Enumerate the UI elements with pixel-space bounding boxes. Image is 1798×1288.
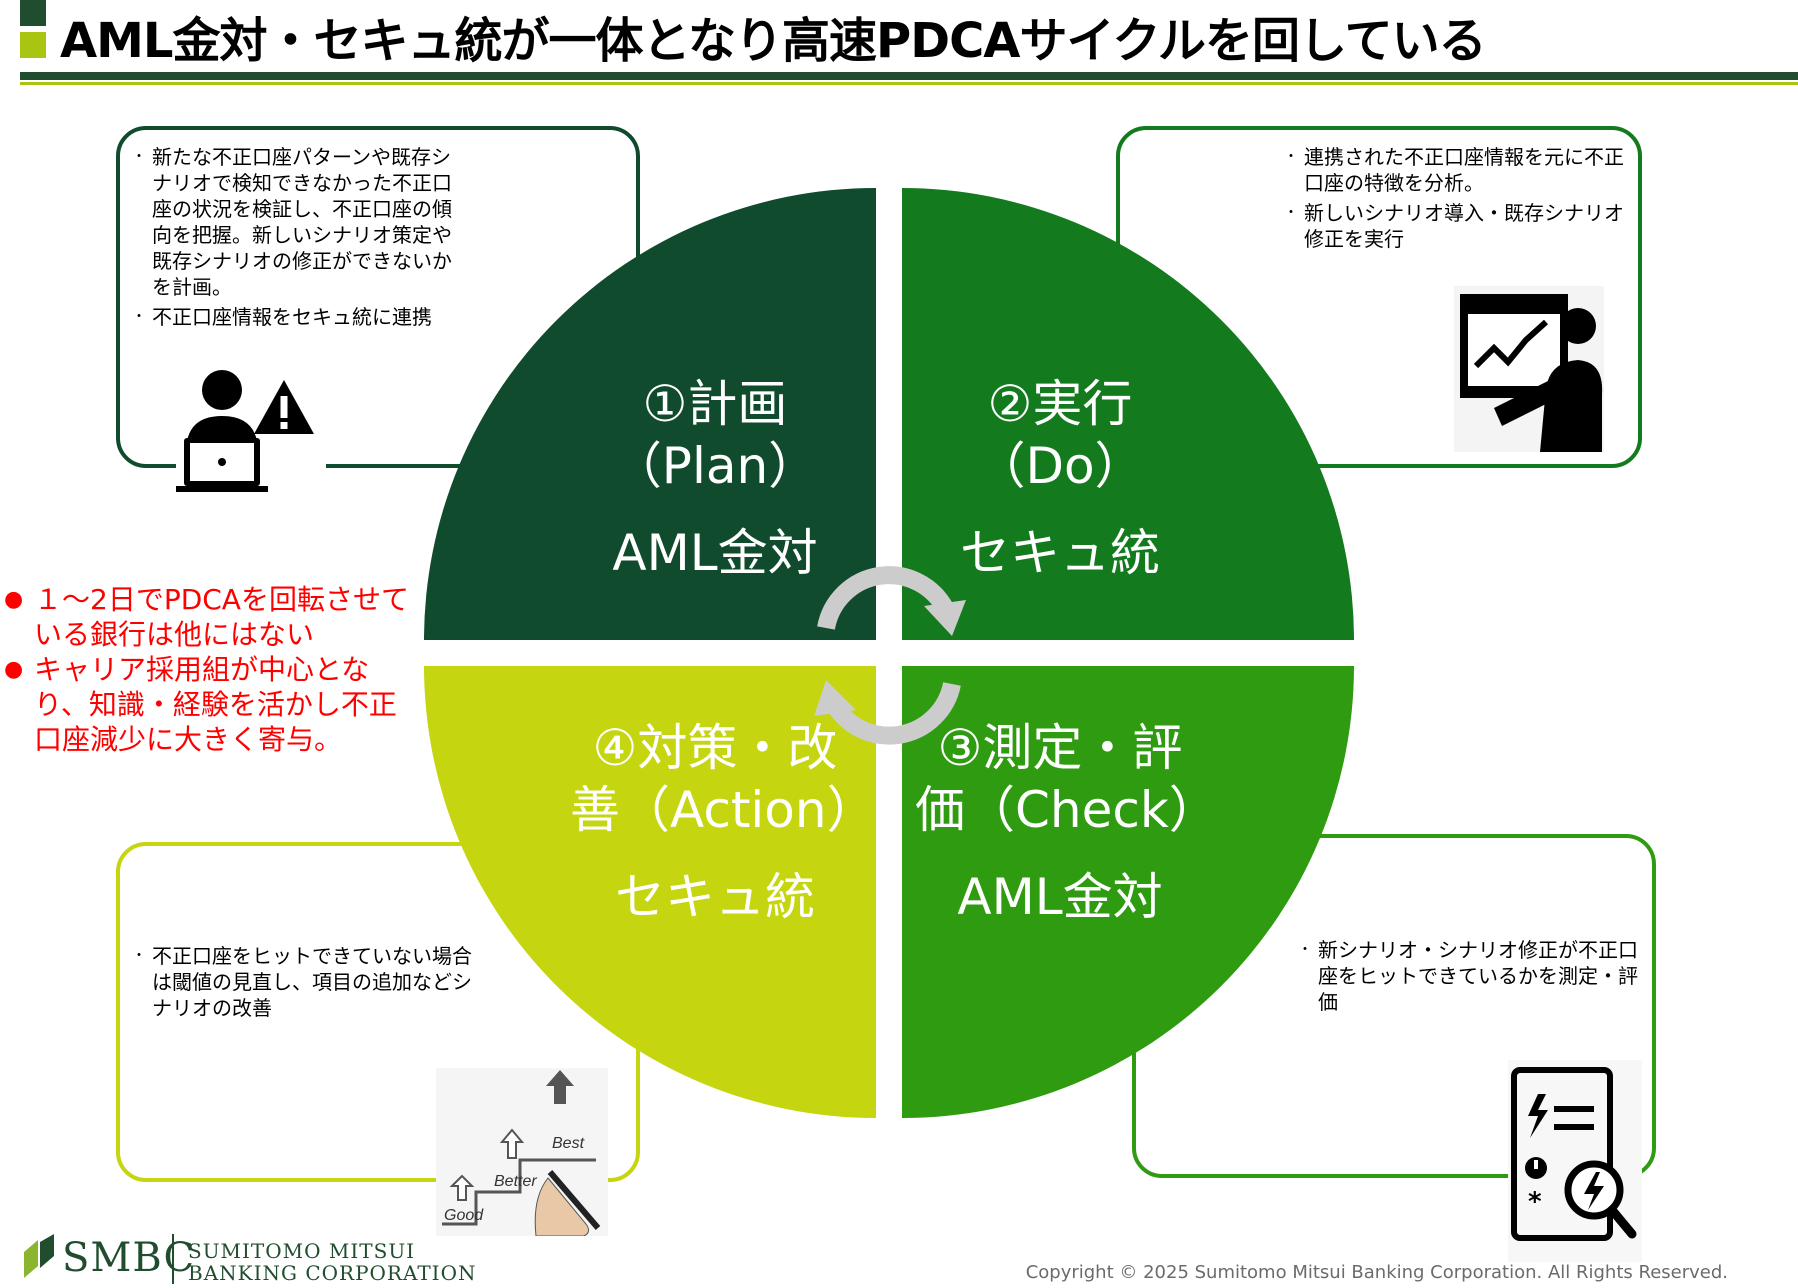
title-rule	[20, 72, 1798, 80]
callout-do-text: 連携された不正口座情報を元に不正口座の特徴を分析。 新しいシナリオ導入・既存シナ…	[1284, 144, 1630, 256]
cycle-arrow-top	[817, 566, 955, 630]
logo-divider	[172, 1234, 174, 1284]
list-item: 連携された不正口座情報を元に不正口座の特徴を分析。	[1284, 144, 1630, 196]
corp-name-line1: SUMITOMO MITSUI	[188, 1239, 416, 1263]
good-label: Good	[444, 1207, 484, 1224]
quadrant-do	[902, 188, 1354, 640]
callout-action-text: 不正口座をヒットできていない場合は閾値の見直し、項目の追加などシナリオの改善	[132, 943, 478, 1025]
quadrant-check	[902, 666, 1354, 1118]
list-item: 新シナリオ・シナリオ修正が不正口座をヒットできているかを測定・評価	[1298, 937, 1644, 1015]
check-title-line2: 価（Check）	[915, 781, 1219, 839]
do-team: セキュ統	[960, 524, 1160, 582]
red-note-item: １～2日でPDCAを回転させている銀行は他にはない	[4, 582, 424, 652]
list-item: 不正口座をヒットできていない場合は閾値の見直し、項目の追加などシナリオの改善	[132, 943, 478, 1021]
person-laptop-warning-icon	[176, 360, 326, 502]
action-title-line1: ④対策・改	[592, 719, 838, 777]
title-rule-thin	[20, 82, 1798, 85]
cycle-arrow-bottom	[826, 681, 961, 745]
smbc-logo-word: SMBC	[62, 1235, 196, 1281]
red-notes: １～2日でPDCAを回転させている銀行は他にはない キャリア採用組が中心となり、…	[4, 582, 424, 757]
best-label: Best	[552, 1135, 585, 1152]
page-title: AML金対・セキュ統が一体となり高速PDCAサイクルを回している	[60, 13, 1487, 69]
red-note-item: キャリア採用組が中心となり、知識・経験を活かし不正口座減少に大きく寄与。	[4, 652, 424, 757]
plan-title: ①計画 （Plan）	[570, 373, 860, 497]
callout-check-text: 新シナリオ・シナリオ修正が不正口座をヒットできているかを測定・評価	[1298, 937, 1644, 1019]
list-item: 新たな不正口座パターンや既存シナリオで検知できなかった不正口座の状況を検証し、不…	[132, 144, 468, 300]
list-item: 不正口座情報をセキュ統に連携	[132, 304, 468, 330]
check-title: ③測定・評 価（Check）	[915, 717, 1219, 841]
corp-name-line2: BANKING CORPORATION	[188, 1261, 477, 1285]
better-label: Better	[494, 1173, 537, 1190]
action-title-line2: 善（Action）	[570, 781, 877, 839]
plan-team: AML金対	[612, 524, 818, 582]
quadrant-action	[424, 666, 876, 1118]
circular-arrows-icon	[814, 566, 966, 745]
do-title-line2: （Do）	[975, 437, 1145, 495]
do-title: ②実行 （Do）	[915, 373, 1205, 497]
action-title: ④対策・改 善（Action）	[570, 717, 877, 841]
document-lightning-magnifier-icon: *	[1508, 1060, 1642, 1262]
plan-title-line1: ①計画	[642, 375, 788, 433]
title-marker-top	[20, 0, 46, 26]
check-title-line1: ③測定・評	[937, 719, 1183, 777]
check-team: AML金対	[957, 868, 1163, 926]
cycle-arrow-top-head	[924, 600, 966, 636]
quadrant-plan	[424, 188, 876, 640]
plan-title-line2: （Plan）	[611, 437, 819, 495]
svg-text:*: *	[1528, 1187, 1542, 1217]
do-title-line1: ②実行	[987, 375, 1133, 433]
person-chart-presentation-icon	[1454, 286, 1604, 452]
smbc-corporate-name: SUMITOMO MITSUI BANKING CORPORATION	[188, 1240, 476, 1284]
action-team: セキュ統	[615, 868, 815, 926]
title-marker-bottom	[20, 32, 46, 58]
callout-plan-text: 新たな不正口座パターンや既存シナリオで検知できなかった不正口座の状況を検証し、不…	[132, 144, 468, 334]
cycle-arrow-bottom-head	[814, 680, 856, 716]
list-item: 新しいシナリオ導入・既存シナリオ修正を実行	[1284, 200, 1630, 252]
steps-good-better-best-icon: Good Better Best	[436, 1068, 608, 1236]
copyright-notice: Copyright © 2025 Sumitomo Mitsui Banking…	[1025, 1262, 1728, 1283]
smbc-logo-icon	[24, 1234, 54, 1278]
